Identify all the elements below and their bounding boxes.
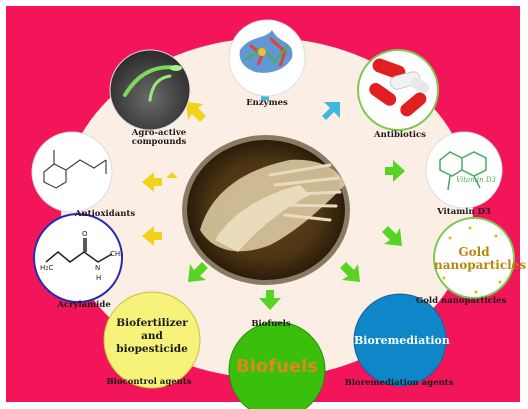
vitamin-d3-circle-text: Vitamin D3 (456, 176, 496, 184)
label-antioxidants: Antioxidants (74, 209, 136, 219)
arrow-biofuels (259, 290, 281, 310)
biofertilizer-line1: Biofertilizer (116, 317, 188, 329)
bioremediation-image (353, 293, 447, 387)
arrow-gold (382, 226, 402, 246)
agro-active-image (109, 49, 191, 131)
arrow-biofertilizer (188, 262, 208, 282)
gold-nanoparticles-image (433, 217, 515, 299)
label-enzymes: Enzymes (246, 98, 288, 108)
gold-circle-title: Gold nanoparticles (434, 245, 527, 272)
antibiotics-image (357, 49, 439, 131)
arrow-agro (186, 102, 206, 122)
arrow-antibiotics (322, 102, 340, 120)
arrow-small-left (166, 172, 178, 178)
label-vitamin-d3: Vitamin D3 (437, 207, 491, 217)
gold-circle-line2: nanoparticles (434, 258, 527, 272)
svg-text:H: H (96, 274, 101, 282)
antioxidants-image (31, 131, 113, 213)
svg-text:O: O (82, 230, 88, 238)
arrow-acrylamide (142, 226, 162, 246)
biofertilizer-line2: and (141, 330, 163, 342)
acrylamide-image: H2C O N H CH3 (33, 213, 123, 303)
label-antibiotics: Antibiotics (374, 130, 426, 140)
label-biocontrol-agents: Biocontrol agents (106, 377, 192, 387)
enzymes-image (228, 19, 306, 97)
svg-text:CH3: CH3 (110, 250, 123, 258)
gold-circle-line1: Gold (458, 245, 490, 259)
biofertilizer-image (103, 291, 201, 389)
svg-text:H2C: H2C (40, 264, 53, 272)
biofertilizer-line3: biopesticide (116, 343, 188, 355)
svg-text:N: N (95, 264, 100, 272)
label-gold-nanoparticles: Gold nanoparticles (416, 296, 507, 306)
label-acrylamide: Acrylamide (57, 300, 111, 310)
label-agro-active-line2: compounds (131, 137, 187, 147)
petri-dish-image (182, 135, 350, 285)
arrow-bioremediation (340, 262, 360, 282)
arrow-vitamin-d3 (385, 160, 405, 182)
label-bioremediation-agents: Bioremediation agents (344, 378, 454, 388)
biofertilizer-circle-title: Biofertilizer and biopesticide (104, 317, 200, 356)
biofuels-image (228, 321, 326, 409)
label-agro-active-line1: Agro-active (131, 128, 187, 138)
bioremediation-circle-title: Bioremediation (354, 334, 450, 347)
arrow-antioxidants (142, 172, 162, 192)
label-agro-active: Agro-active compounds (122, 129, 196, 147)
vitamin-d3-image (425, 131, 503, 209)
biofuels-circle-title: Biofuels (236, 356, 318, 377)
label-biofuels: Biofuels (251, 319, 291, 329)
